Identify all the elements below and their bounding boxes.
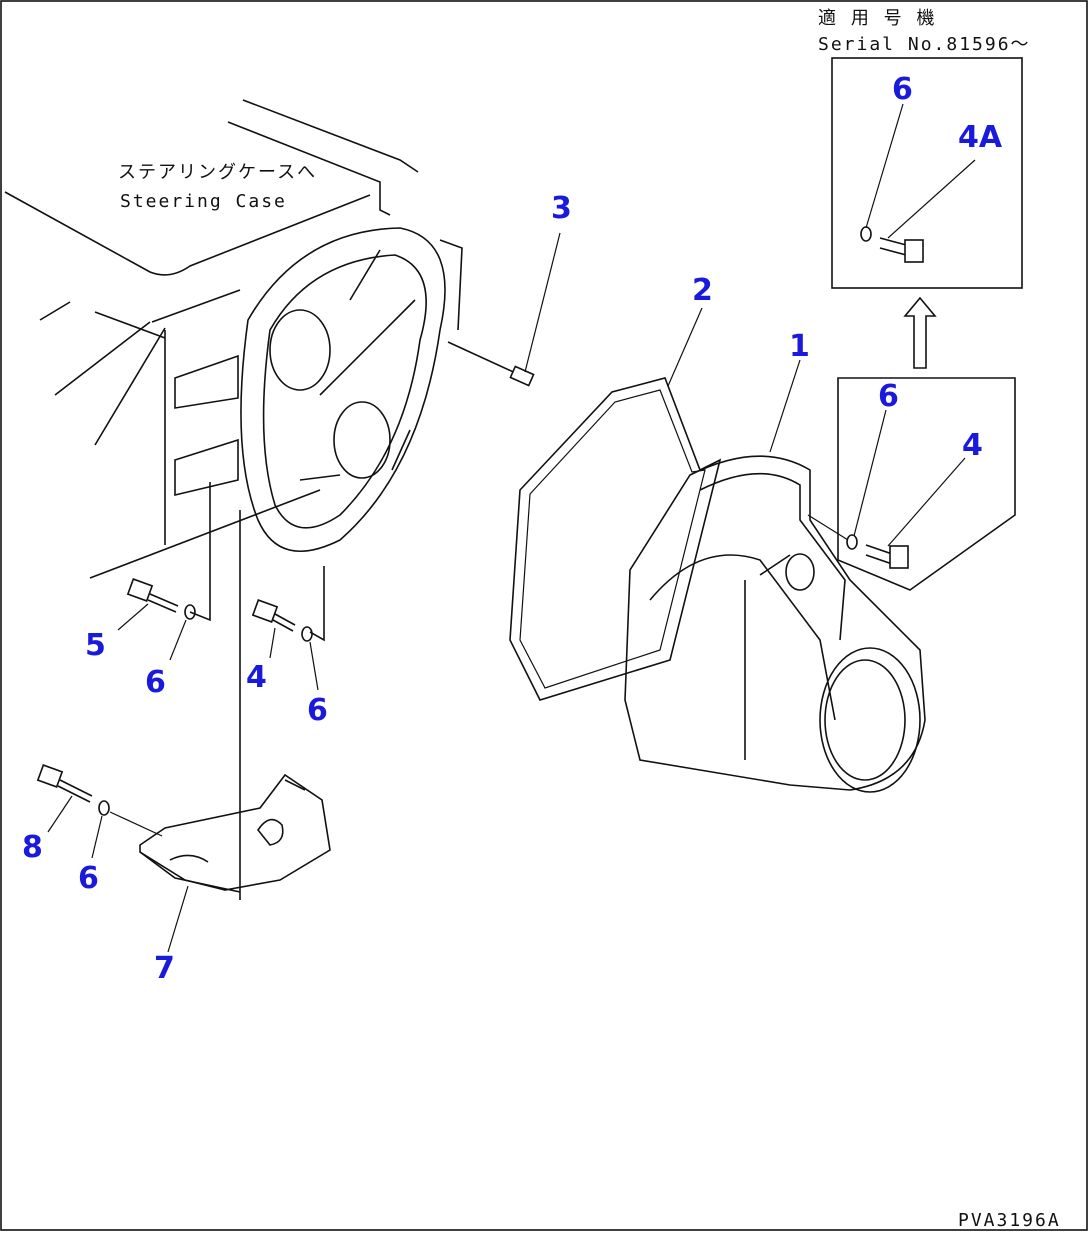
- bolt-5: [126, 578, 179, 613]
- steering-case-flange: [240, 227, 463, 553]
- part-1-housing: [624, 455, 926, 793]
- callout-3: 3: [551, 191, 572, 226]
- washer-6-a: [184, 604, 196, 620]
- callout-8: 8: [22, 830, 43, 865]
- part-2-gasket-inner: [519, 389, 706, 689]
- callout-2: 2: [692, 273, 713, 308]
- callout-7: 7: [154, 951, 175, 986]
- arrow-up-icon: [903, 296, 937, 369]
- part-3-dowel-pin: [447, 341, 535, 387]
- steering-case-illustration: [4, 99, 419, 900]
- steering-case-en: Steering Case: [120, 191, 287, 212]
- callout-4-box: 4: [962, 428, 983, 463]
- part-7-cover: [139, 773, 331, 893]
- steering-case-jp: ステアリングケースへ: [118, 162, 317, 183]
- inset-box-new: [831, 57, 1023, 289]
- callout-1: 1: [789, 329, 810, 364]
- callout-4: 4: [246, 660, 267, 695]
- callout-6-box-new: 6: [892, 72, 913, 107]
- washer-6-b: [301, 626, 313, 642]
- drawing-code: PVA3196A: [958, 1210, 1061, 1231]
- callout-6-c: 6: [78, 861, 99, 896]
- callout-6-a: 6: [145, 665, 166, 700]
- washer-6-c: [98, 800, 110, 816]
- serial-note-serial: Serial No.81596～: [818, 34, 1031, 55]
- bolt-8: [36, 764, 93, 803]
- inset-box-old: [807, 377, 1016, 591]
- callout-5: 5: [85, 628, 106, 663]
- callout-6-b: 6: [307, 693, 328, 728]
- bolt-4: [251, 599, 296, 632]
- part-2-gasket: [509, 377, 722, 701]
- leader-lines: [47, 103, 976, 953]
- callout-4a: 4A: [958, 120, 1003, 155]
- serial-note-jp: 適 用 号 機: [818, 8, 937, 29]
- callout-6-box-old: 6: [878, 379, 899, 414]
